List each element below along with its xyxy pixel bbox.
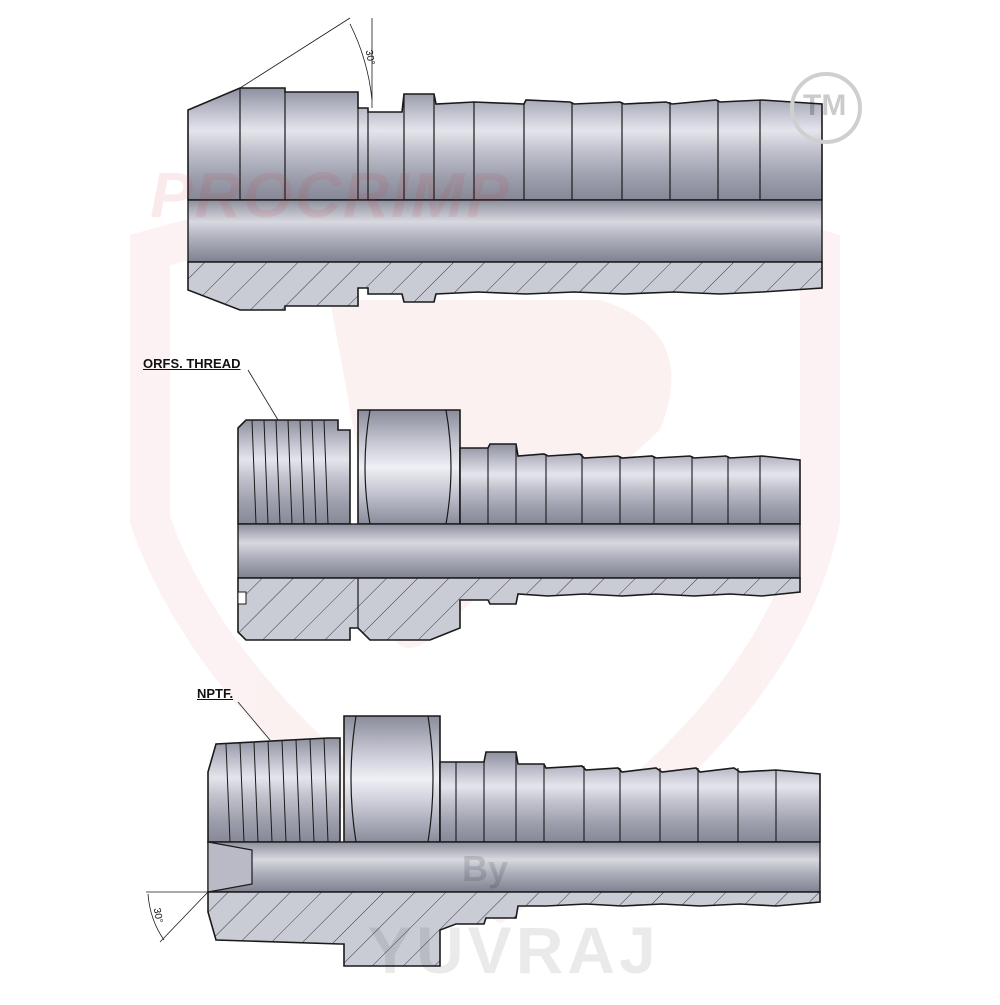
dimension-bottom-angle: 30°: [150, 907, 165, 924]
watermark-brand-text: PROCRIMP: [150, 159, 511, 231]
watermark-maker-text: YUVRAJ: [368, 913, 660, 987]
trademark-text: TM: [803, 89, 847, 122]
fitting-3-nptf: [146, 701, 821, 967]
trademark-circle: [790, 72, 862, 144]
dimension-top-angle: 30°: [362, 49, 377, 66]
fitting-2-orfs: [237, 369, 801, 641]
watermark-by-text: By: [462, 848, 509, 889]
fitting-1-hose-barb: [187, 17, 823, 311]
callout-nptf: NPTF.: [197, 686, 234, 701]
callout-orfs-thread: ORFS. THREAD: [143, 356, 241, 371]
